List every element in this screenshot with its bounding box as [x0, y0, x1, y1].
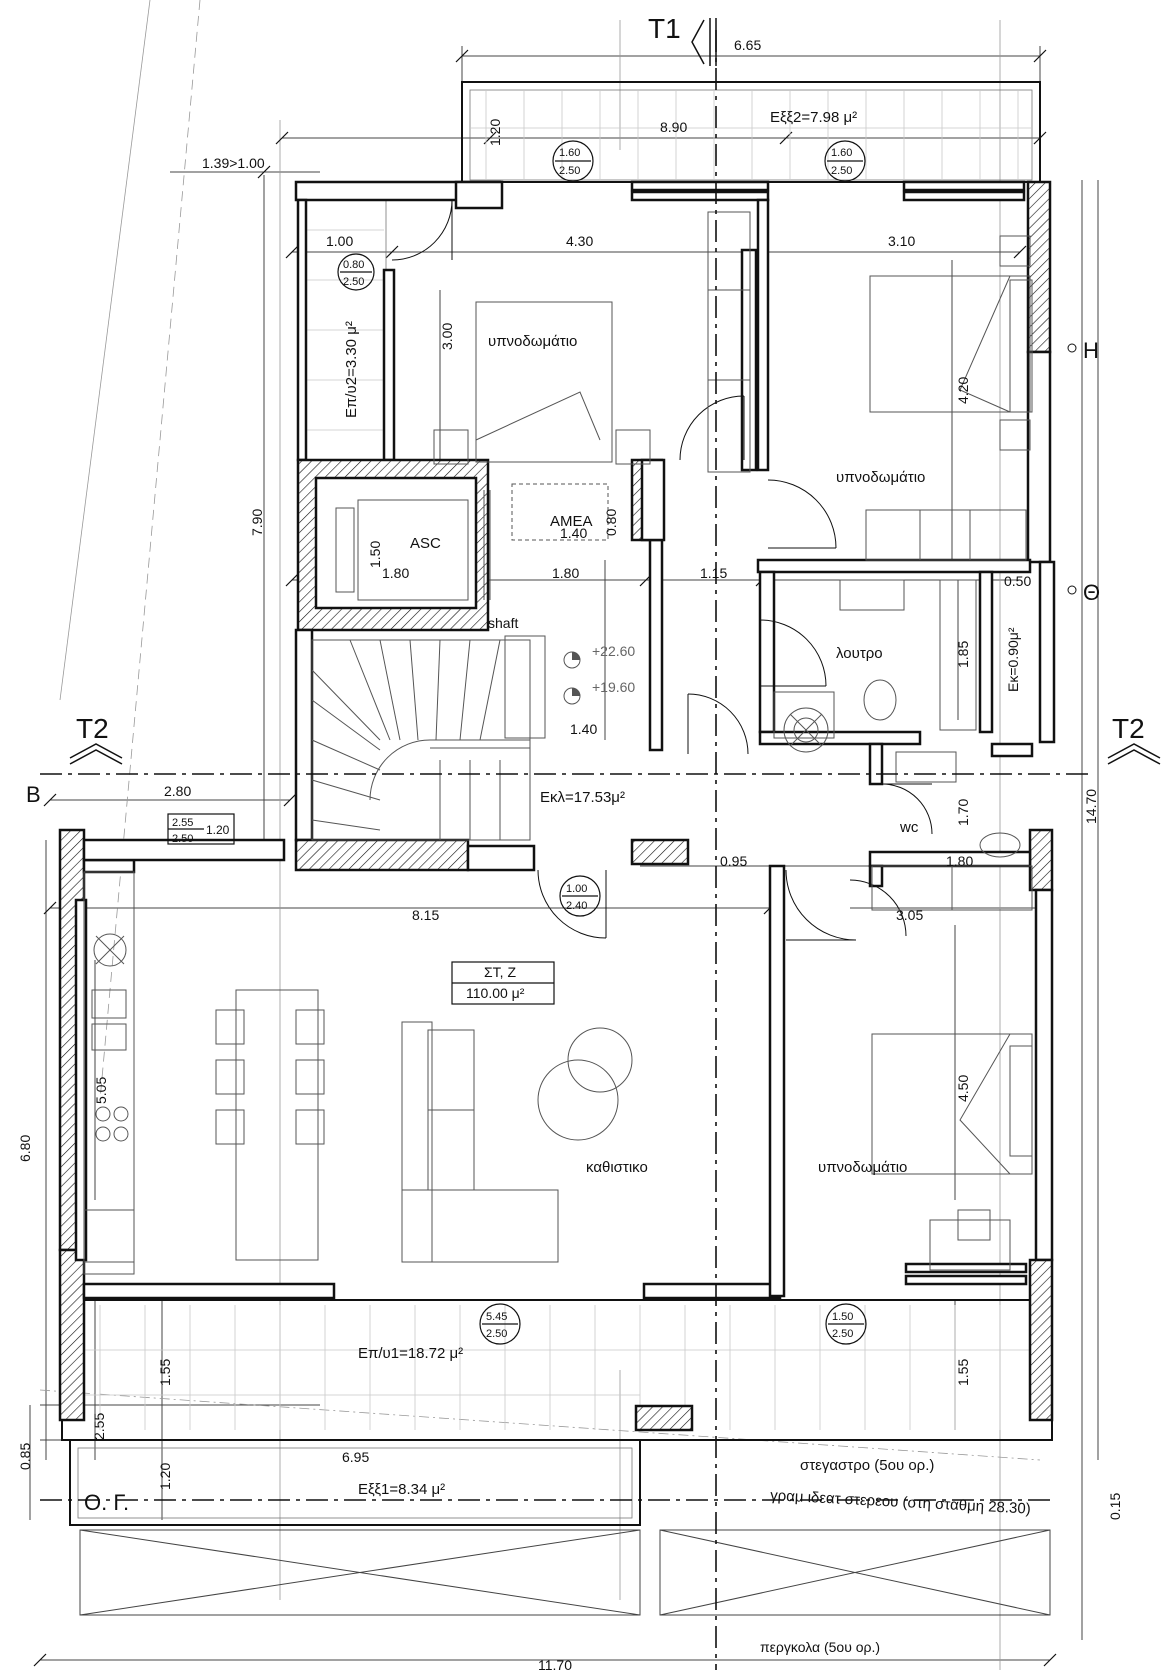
dim-2-55: 2.55	[91, 1413, 107, 1440]
dim-6-65: 6.65	[734, 37, 761, 53]
dim-4-50: 4.50	[955, 1075, 971, 1102]
note-ideal-line: γραμ ιδεατ στερεου (στη σταθμη 28.30)	[770, 1487, 1031, 1518]
room-bath: λουτρο	[836, 645, 883, 662]
area-ek: Εκ=0.90μ²	[1005, 627, 1021, 692]
pergola	[79, 1529, 1051, 1616]
elevator-shaft	[335, 483, 609, 601]
walls	[58, 180, 1056, 1432]
opening-7-h: 2.50	[832, 1328, 853, 1340]
level-1: +22.60	[592, 643, 635, 659]
labels: T1 T2 T2 H Θ B Ο. Γ. υπνοδωμάτιο υπνοδωμ…	[17, 13, 1145, 1670]
doors	[391, 199, 933, 941]
dim-0-15: 0.15	[1107, 1493, 1123, 1520]
opening-1-w: 1.60	[559, 147, 580, 159]
dim-1-39: 1.39>1.00	[202, 155, 265, 171]
room-bedroom-1: υπνοδωμάτιο	[488, 333, 577, 350]
dim-8-90: 8.90	[660, 119, 687, 135]
room-asc: ASC	[410, 535, 441, 552]
axis-t1: T1	[648, 13, 681, 44]
dim-6-95: 6.95	[342, 1449, 369, 1465]
opening-1-h: 2.50	[559, 165, 580, 177]
dim-3-05: 3.05	[896, 907, 923, 923]
axis-t2-left: T2	[76, 713, 109, 744]
dim-11-70: 11.70	[538, 1657, 572, 1670]
opening-2-w: 1.60	[831, 147, 852, 159]
dim-1-55-a: 1.55	[157, 1359, 173, 1386]
room-living: καθιστικο	[586, 1159, 648, 1176]
unit-area: 110.00 μ²	[466, 985, 525, 1001]
room-wc: wc	[899, 819, 919, 836]
dim-0-95: 0.95	[720, 853, 747, 869]
level-markers	[563, 651, 581, 705]
opening-6-h: 2.50	[486, 1328, 507, 1340]
dim-7-90: 7.90	[249, 509, 265, 536]
area-hmy-2: Επ/υ2=3.30 μ²	[343, 321, 360, 418]
opening-3-h: 2.50	[343, 276, 364, 288]
opening-2-h: 2.50	[831, 165, 852, 177]
dim-1-80-a: 1.80	[382, 565, 409, 581]
dim-1-85: 1.85	[955, 641, 971, 668]
dim-8-15: 8.15	[412, 907, 439, 923]
dim-1-40-stair: 1.40	[570, 721, 597, 737]
note-canopy: στεγαστρο (5ου ορ.)	[800, 1457, 934, 1474]
area-exoste-2: Εξξ2=7.98 μ²	[770, 109, 857, 126]
axis-b: B	[26, 782, 41, 807]
terrace-tiling	[70, 90, 1040, 1430]
dim-1-40-amea: 1.40	[560, 525, 587, 541]
dim-3-00: 3.00	[439, 323, 455, 350]
dim-4-30: 4.30	[566, 233, 593, 249]
room-amea: ΑΜΕΑ	[550, 513, 593, 530]
dim-1-15: 1.15	[700, 565, 727, 581]
note-pergola: περγκολα (5ου ορ.)	[760, 1639, 880, 1655]
opening-5-h: 2.40	[566, 900, 587, 912]
dim-5-05: 5.05	[93, 1077, 109, 1104]
furniture	[83, 211, 1033, 1275]
room-bedroom-2: υπνοδωμάτιο	[836, 469, 925, 486]
section-lines	[40, 18, 1161, 1670]
area-hmy-1: Επ/υ1=18.72 μ²	[358, 1345, 463, 1362]
dim-6-80: 6.80	[17, 1135, 33, 1162]
dim-1-80-wc: 1.80	[946, 853, 973, 869]
axis-theta: Θ	[1083, 580, 1100, 605]
opening-6-w: 5.45	[486, 1311, 507, 1323]
dim-1-20-bottom: 1.20	[157, 1463, 173, 1490]
axis-h: H	[1083, 338, 1099, 363]
axis-t2-right: T2	[1112, 713, 1145, 744]
opening-4-w: 2.55	[172, 817, 193, 829]
opening-4-h: 2.50	[172, 833, 193, 845]
dim-14-70: 14.70	[1083, 789, 1099, 824]
dim-1-20-top: 1.20	[487, 119, 503, 146]
level-2: +19.60	[592, 679, 635, 695]
dim-1-20-o4: 1.20	[206, 823, 230, 837]
room-hall: Εκλ=17.53μ²	[540, 789, 625, 806]
dim-0-50: 0.50	[1004, 573, 1031, 589]
axis-og: Ο. Γ.	[84, 1490, 129, 1515]
room-bedroom-3: υπνοδωμάτιο	[818, 1159, 907, 1176]
opening-markers	[167, 140, 867, 1345]
dim-1-70: 1.70	[955, 799, 971, 826]
dim-1-00: 1.00	[326, 233, 353, 249]
opening-3-w: 0.80	[343, 259, 364, 271]
area-exoste-1: Εξξ1=8.34 μ²	[358, 1481, 445, 1498]
dim-1-55-b: 1.55	[955, 1359, 971, 1386]
dim-4-20: 4.20	[955, 377, 971, 404]
dim-1-80-b: 1.80	[552, 565, 579, 581]
room-shaft: shaft	[488, 615, 518, 631]
opening-5-w: 1.00	[566, 883, 587, 895]
dim-0-80: 0.80	[603, 509, 619, 536]
dim-2-80: 2.80	[164, 783, 191, 799]
staircase	[311, 635, 546, 841]
unit-code: ΣΤ, Ζ	[484, 964, 516, 980]
dim-3-10: 3.10	[888, 233, 915, 249]
dim-0-85: 0.85	[17, 1443, 33, 1470]
dim-1-50: 1.50	[367, 541, 383, 568]
opening-7-w: 1.50	[832, 1311, 853, 1323]
